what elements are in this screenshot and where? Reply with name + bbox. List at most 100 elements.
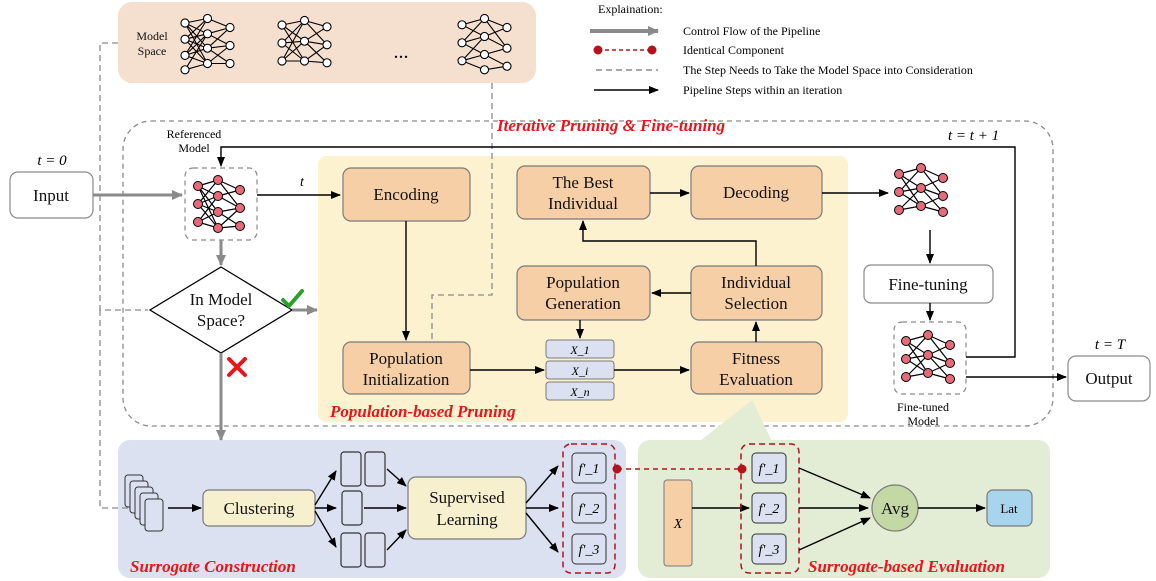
device-stack-icon [124,474,164,532]
population-arrows [402,189,889,374]
surrogates-to-avg-arrows [798,467,871,551]
population-item-label: X_1 [569,343,589,357]
model-space-label-2: Space [138,44,167,58]
device-cluster-3-icon [340,532,386,568]
input-label: Input [33,186,69,205]
model-space-network-icon-1 [180,13,235,75]
population-item-label: X_n [569,385,589,399]
supervised-learning-label-1: Supervised [429,488,505,507]
clustering-label: Clustering [224,499,295,518]
population-item-label: X_i [571,364,589,378]
tT-label: t = T [1095,337,1127,353]
surrogate-construction-region [118,440,626,578]
surrogate-label: f'_3 [579,543,600,558]
device-cluster-2-icon [341,490,363,526]
arrow-iteration-loop [217,146,1016,358]
population-initialization-label-2: Initialization [363,370,450,389]
fitness-evaluation-label-1: Fitness [732,349,780,368]
surrogate-model [751,452,787,484]
model-space-network-icon-3 [457,13,512,75]
svg-text:The Step Needs to Take the Mod: The Step Needs to Take the Model Space i… [683,63,973,77]
svg-text:Control Flow of the Pipeline: Control Flow of the Pipeline [683,24,820,38]
best-individual-label-1: The Best [553,173,614,192]
population-item [545,339,615,359]
model-space-network-icon-2 [277,15,332,68]
individual-selection-label-2: Selection [724,294,788,313]
svg-text:Pipeline Steps within an itera: Pipeline Steps within an iteration [683,83,842,97]
supervised-learning-label-2: Learning [436,510,498,529]
surrogate-model [571,533,607,565]
legend-identical-component: Identical Component [593,43,785,57]
population-generation-label-2: Generation [545,294,621,313]
output-node [1067,355,1151,402]
model-space-ellipsis: ... [394,41,409,63]
surrogate-evaluation-title: Surrogate-based Evaluation [808,557,1005,576]
surrogate-label: f'_2 [579,502,600,517]
fine-tuning-label: Fine-tuning [888,275,968,294]
encoding-label: Encoding [373,185,439,204]
iterative-region-title: Iterative Pruning & Fine-tuning [496,116,726,135]
surrogate-model [751,492,787,524]
population-item [545,381,615,401]
population-generation-label-1: Population [546,273,620,292]
surrogate-label: f'_3 [759,543,780,558]
population-region-title: Population-based Pruning [329,402,516,421]
t-next-label: t = t + 1 [948,128,999,144]
surrogate-group-construction [562,443,616,574]
referenced-label-1: Referenced [167,127,222,141]
referenced-model-network-icon [193,175,245,233]
latency-label: Lat [1000,501,1018,516]
t-label: t [300,175,305,190]
legend-control-flow: Control Flow of the Pipeline [590,24,820,38]
population-list: X_1 X_i X_n [545,339,615,401]
t0-label: t = 0 [37,153,67,169]
finetuned-label-1: Fine-tuned [897,400,949,414]
legend-model-space-step: The Step Needs to Take the Model Space i… [596,63,973,77]
cluster-to-learning-arrows [364,468,407,551]
decision-label-2: Space? [197,311,245,330]
learning-to-surrogate-arrows [525,465,559,553]
fine-tuned-model-network-icon [901,330,955,384]
supervised-learning-node [407,476,527,540]
eval-input-label: X [673,517,683,532]
in-model-space-decision [148,266,294,354]
check-icon [281,289,304,309]
device-cluster-1-icon [340,451,386,487]
decision-label-1: In Model [190,290,253,309]
identical-component-link [612,464,747,474]
surrogate-label: f'_1 [579,462,600,477]
legend-pipeline-steps: Pipeline Steps within an iteration [594,83,842,97]
svg-text:Identical Component: Identical Component [683,43,785,57]
model-space-label-1: Model [136,29,168,43]
cross-icon [227,357,247,377]
best-individual-label-2: Individual [548,194,618,213]
surrogate-list-evaluation: f'_1 f'_2 f'_3 [751,452,787,565]
output-label: Output [1085,369,1133,388]
surrogate-model [571,452,607,484]
latency-node [986,489,1033,527]
surrogate-label: f'_1 [759,462,780,477]
clustering-arrows [314,470,337,548]
population-initialization-label-1: Population [369,349,443,368]
surrogate-model [571,492,607,524]
legend-title: Explaination: [598,2,663,16]
individual-selection-label-1: Individual [721,273,791,292]
model-space-dependency-lines [99,42,493,509]
evaluation-callout [700,400,772,441]
fitness-evaluation-label-2: Evaluation [719,370,793,389]
decoded-model-network-icon [894,163,948,217]
surrogate-model [751,533,787,565]
decoding-label: Decoding [723,183,790,202]
population-initialization-node [342,341,471,395]
surrogate-construction-title: Surrogate Construction [130,557,296,576]
avg-label: Avg [881,499,910,518]
finetuned-label-2: Model [907,414,939,428]
surrogate-list-construction: f'_1 f'_2 f'_3 [571,452,607,565]
fine-tuning-node [863,264,994,304]
eval-input-node [663,479,693,567]
population-generation-node [516,265,651,321]
referenced-label-2: Model [178,141,210,155]
surrogate-label: f'_2 [759,502,780,517]
iterative-region [122,120,1054,427]
